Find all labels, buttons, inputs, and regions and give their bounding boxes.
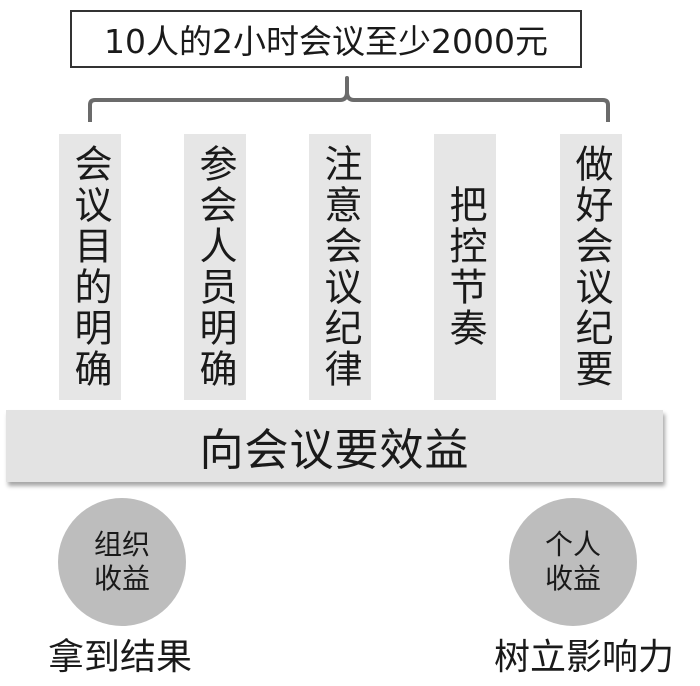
right-caption: 树立影响力 [494,637,675,678]
brace-connector [88,76,610,122]
column-label: 会议目的明确 [68,144,112,390]
left-caption: 拿到结果 [48,637,193,678]
right-circle-text: 个人收益 [544,528,601,595]
title-text: 10人的2小时会议至少2000元 [104,22,548,61]
column-label: 做好会议纪要 [569,144,613,390]
column-item-3: 注意会议纪律 [309,134,371,400]
column-item-4: 把控节奏 [434,134,496,400]
title-box: 10人的2小时会议至少2000元 [70,10,582,68]
left-circle-text: 组织收益 [93,528,150,595]
column-item-2: 参会人员明确 [184,134,246,400]
column-item-5: 做好会议纪要 [560,134,622,400]
column-label: 把控节奏 [443,185,487,349]
column-item-1: 会议目的明确 [59,134,121,400]
benefit-bar-text: 向会议要效益 [199,425,470,476]
benefit-bar: 向会议要效益 [6,410,663,482]
column-label: 参会人员明确 [193,144,237,390]
right-circle: 个人收益 [509,498,637,626]
left-circle: 组织收益 [58,498,186,626]
column-label: 注意会议纪律 [318,144,362,390]
